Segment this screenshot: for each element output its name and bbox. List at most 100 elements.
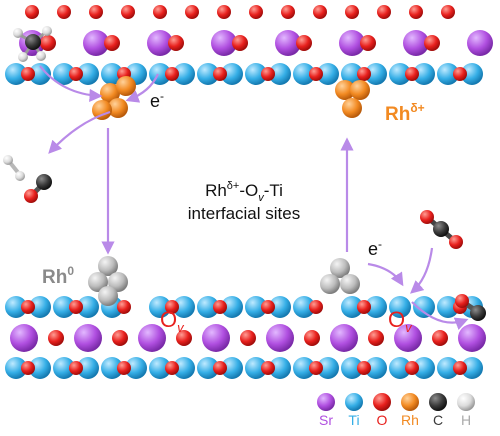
arrow-co2-adsorb (410, 247, 434, 294)
legend-swatch-c (429, 393, 447, 411)
titanium-atom (269, 296, 291, 318)
titanium-atom (317, 357, 339, 379)
titanium-atom (221, 296, 243, 318)
titanium-atom (125, 357, 147, 379)
strontium-atom (330, 324, 358, 352)
oxygen-atom (261, 361, 275, 375)
carbon-atom (25, 34, 41, 50)
oxygen-atom (313, 5, 327, 19)
titanium-atom (149, 296, 171, 318)
oxygen-atom (409, 5, 423, 19)
oxygen-atom (309, 361, 323, 375)
titanium-atom (413, 63, 435, 85)
titanium-atom (77, 63, 99, 85)
titanium-atom (365, 296, 387, 318)
rhodium-atom (100, 83, 120, 103)
rhodium-atom (116, 76, 136, 96)
oxygen-atom (345, 5, 359, 19)
titanium-atom (221, 63, 243, 85)
titanium-atom (341, 63, 363, 85)
oxygen-atom (117, 300, 131, 314)
reduced-rhodium-atom (340, 274, 360, 294)
strontium-atom (10, 324, 38, 352)
oxygen-atom (377, 5, 391, 19)
titanium-atom (389, 63, 411, 85)
titanium-atom (173, 63, 195, 85)
strontium-atom (403, 30, 429, 56)
titanium-atom (437, 357, 459, 379)
rhodium-atom (108, 98, 128, 118)
titanium-atom (5, 296, 27, 318)
titanium-atom (197, 296, 219, 318)
titanium-atom (221, 357, 243, 379)
titanium-atom (101, 63, 123, 85)
legend-label-h: H (461, 412, 471, 428)
oxygen-atom (441, 5, 455, 19)
carbon-atom (36, 174, 52, 190)
oxygen-atom (153, 5, 167, 19)
oxygen-atom (368, 330, 384, 346)
titanium-atom (197, 63, 219, 85)
strontium-atom (74, 324, 102, 352)
oxygen-atom (165, 361, 179, 375)
arrow-co-desorb (411, 301, 469, 330)
oxygen-atom (21, 67, 35, 81)
oxygen-atom (455, 294, 469, 308)
titanium-atom (5, 63, 27, 85)
strontium-atom (83, 30, 109, 56)
text-labels: Rhδ+-Ov-Ti interfacial sites Rhδ+ Rh0 e-… (42, 89, 425, 335)
electron-label-bottom: e- (368, 237, 382, 259)
titanium-atom (293, 296, 315, 318)
titanium-atom (437, 63, 459, 85)
oxygen-atom (69, 67, 83, 81)
legend-label-ti: Ti (348, 412, 359, 428)
oxygen-atom (261, 300, 275, 314)
titanium-atom (29, 357, 51, 379)
titanium-atom (341, 357, 363, 379)
rhodium-atom (342, 98, 362, 118)
oxygen-atom (21, 300, 35, 314)
oxygen-atom (104, 35, 120, 51)
strontium-atom (394, 324, 422, 352)
titanium-atom (413, 357, 435, 379)
oxygen-atom (357, 300, 371, 314)
titanium-atom (341, 296, 363, 318)
rh-zero-label: Rh0 (42, 264, 74, 288)
rhodium-atom (350, 80, 370, 100)
oxygen-vacancy-label-left: Ov (160, 307, 185, 335)
oxygen-vacancy-label-right: Ov (388, 307, 413, 335)
hydrogen-atom (18, 52, 28, 62)
titanium-atom (245, 63, 267, 85)
legend-swatch-sr (317, 393, 335, 411)
titanium-atom (53, 357, 75, 379)
legend-swatch-o (373, 393, 391, 411)
strontium-atom (202, 324, 230, 352)
oxygen-atom (213, 300, 227, 314)
titanium-atom (53, 63, 75, 85)
hydrogen-atom (42, 26, 52, 36)
titanium-atom (53, 296, 75, 318)
carbon-atom (433, 221, 449, 237)
oxygen-atom (69, 300, 83, 314)
titanium-atom (365, 357, 387, 379)
oxygen-atom (309, 67, 323, 81)
strontium-atom (339, 30, 365, 56)
titanium-atom (5, 357, 27, 379)
oxygen-atom (24, 189, 38, 203)
oxygen-atom (213, 361, 227, 375)
oxygen-atom (432, 330, 448, 346)
oxygen-atom (40, 35, 56, 51)
titanium-atom (461, 63, 483, 85)
oxygen-atom (249, 5, 263, 19)
oxygen-atom (69, 361, 83, 375)
hydrogen-atom (36, 51, 46, 61)
titanium-atom (29, 296, 51, 318)
titanium-atom (173, 296, 195, 318)
oxygen-atom (121, 5, 135, 19)
oxygen-atom (281, 5, 295, 19)
strontium-atom (147, 30, 173, 56)
rhodium-atom (92, 100, 112, 120)
molecule-atoms (3, 26, 486, 321)
oxygen-atom (232, 35, 248, 51)
